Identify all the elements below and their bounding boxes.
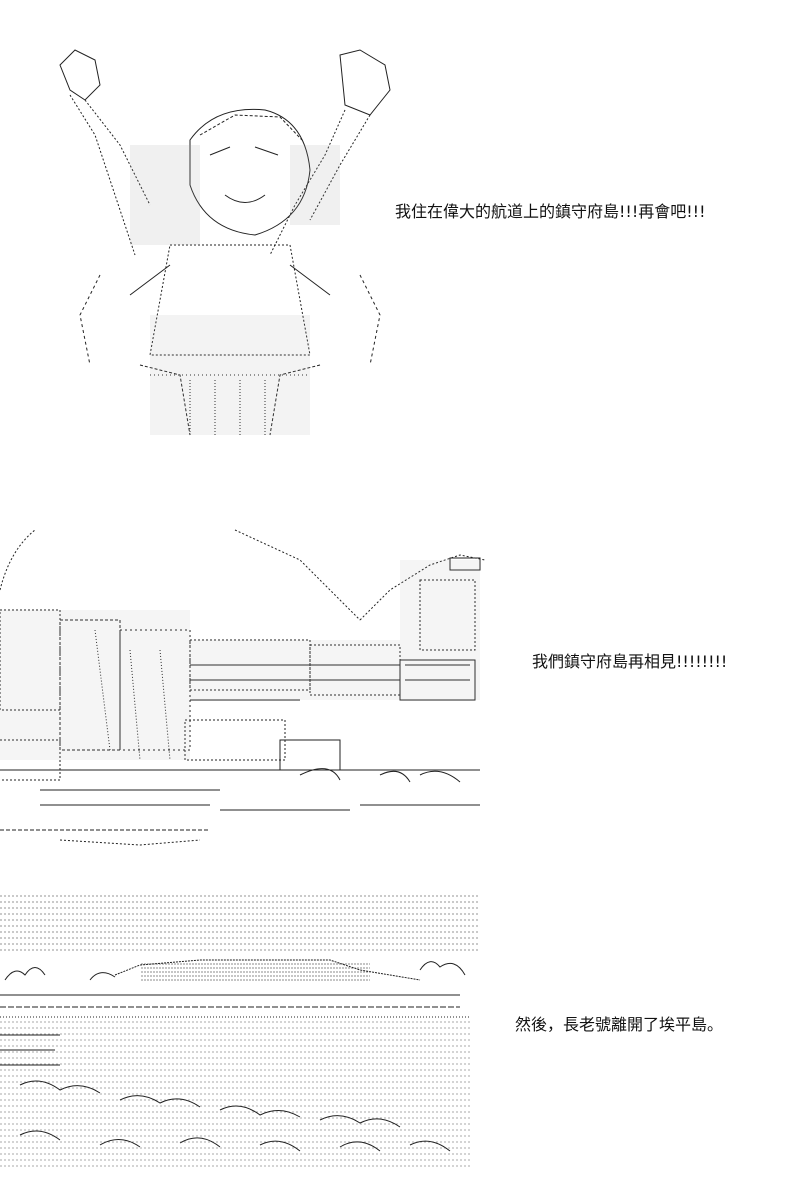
character-waving-art [40, 45, 420, 440]
panel-3-caption: 然後，長老號離開了埃平島。 [515, 1015, 724, 1034]
panel-2-caption: 我們鎮守府島再相見!!!!!!!! [532, 652, 728, 671]
panel-character-farewell: 我住在偉大的航道上的鎮守府島!!!再會吧!!! [0, 30, 800, 440]
panel-ocean-departure: 然後，長老號離開了埃平島。 [0, 890, 800, 1180]
island-town-art [0, 520, 490, 860]
character-waving-figure [59, 49, 391, 436]
island-town-scene [0, 529, 486, 846]
ocean-departure-art [0, 895, 480, 1170]
panel-1-caption: 我住在偉大的航道上的鎮守府島!!!再會吧!!! [395, 202, 706, 221]
ocean-departure-scene [0, 895, 478, 1170]
panel-island-town: 我們鎮守府島再相見!!!!!!!! [0, 510, 800, 860]
